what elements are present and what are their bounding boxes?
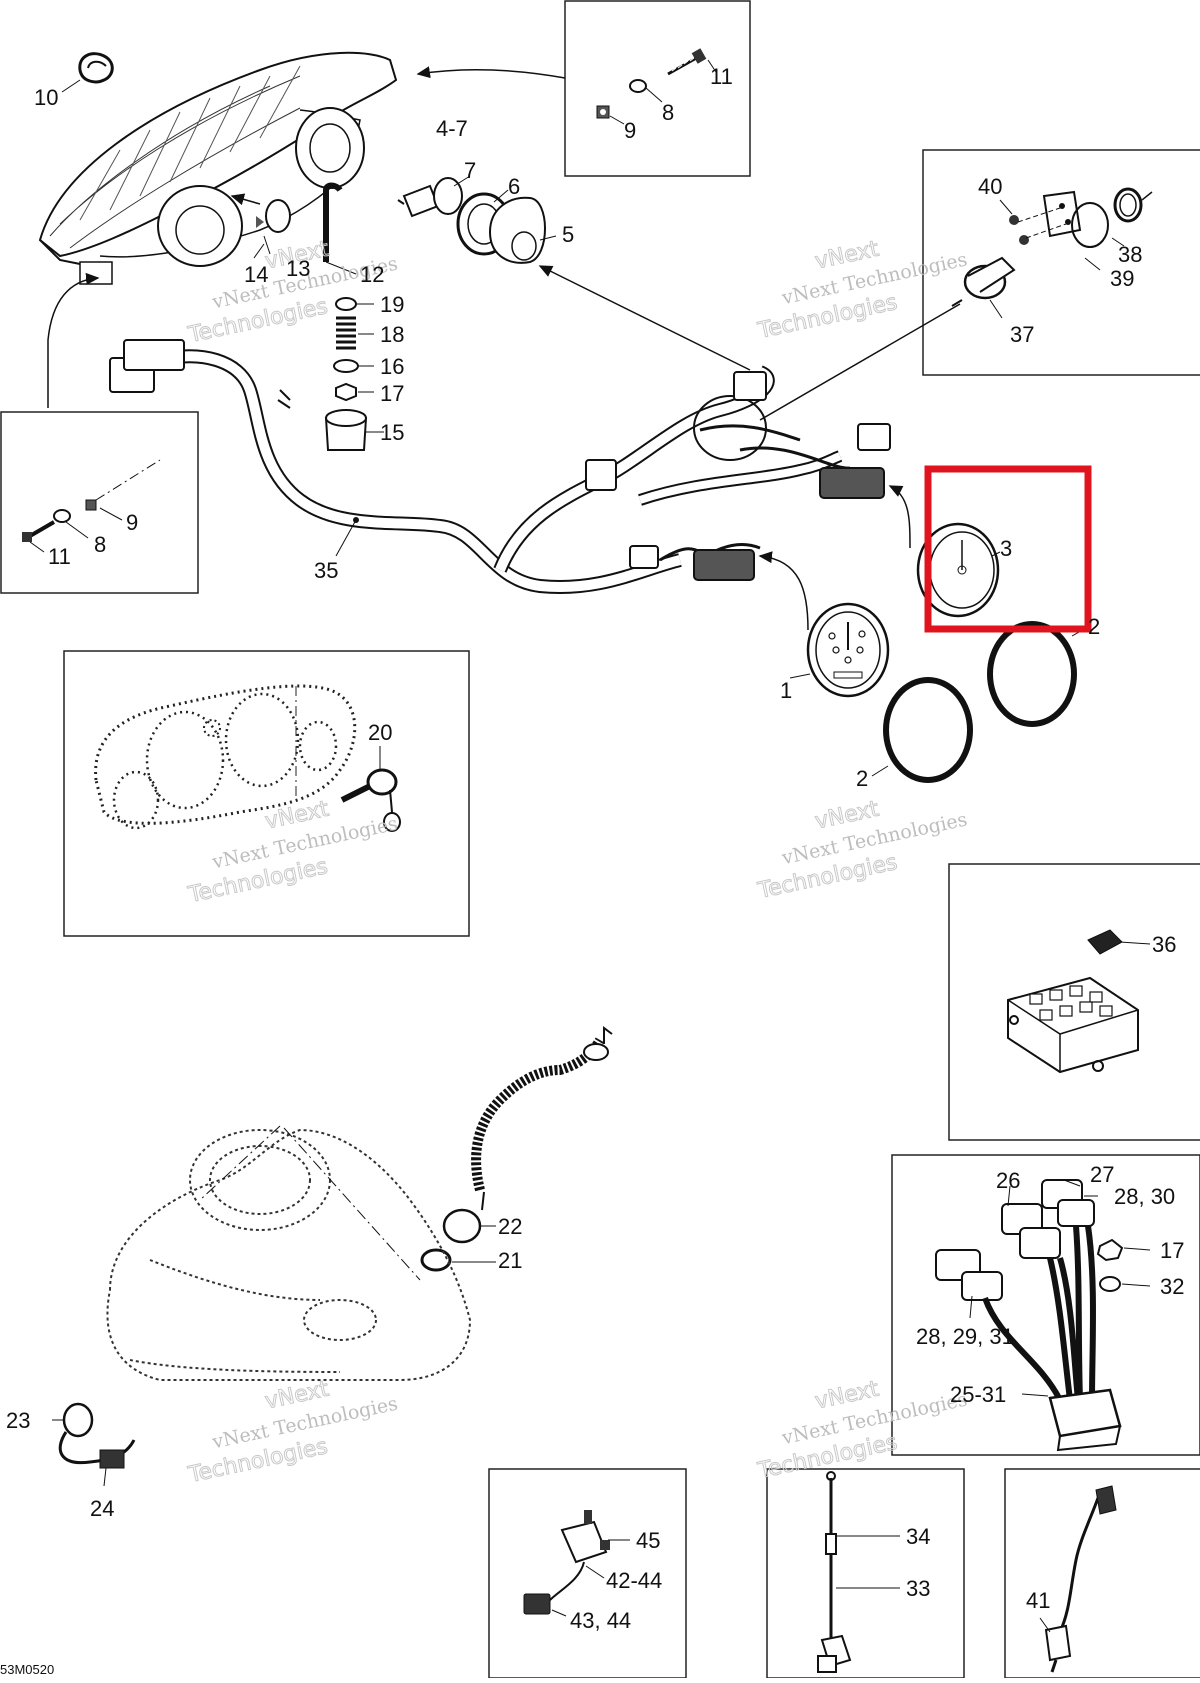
callout-9: 9	[624, 118, 636, 143]
adjuster-parts	[253, 182, 384, 451]
figure-code: 53M0520	[0, 1662, 54, 1677]
speedometer-gauge	[789, 602, 890, 698]
callout-8: 8	[662, 100, 674, 125]
switch-part-23-24	[52, 1402, 136, 1487]
callout-42-44: 42-44	[606, 1568, 662, 1593]
callout-33: 33	[906, 1576, 930, 1601]
callout-21: 21	[498, 1248, 522, 1273]
callout-28-29-31: 28, 29, 31	[916, 1324, 1014, 1349]
callout-19: 19	[380, 292, 404, 317]
callout-22: 22	[498, 1214, 522, 1239]
callout-16: 16	[380, 354, 404, 379]
callout-28-30: 28, 30	[1114, 1184, 1175, 1209]
callout-10: 10	[34, 85, 58, 110]
callout-12: 12	[360, 262, 384, 287]
callout-27: 27	[1090, 1162, 1114, 1187]
inset-box-oxygen-sensor	[1004, 1468, 1200, 1679]
callout-6: 6	[508, 174, 520, 199]
callout-5: 5	[562, 222, 574, 247]
callout-32: 32	[1160, 1274, 1184, 1299]
gauge-bezel-rings	[871, 621, 1087, 783]
callout-2-right: 2	[1088, 614, 1100, 639]
callout-35: 35	[314, 558, 338, 583]
callout-41: 41	[1026, 1588, 1050, 1613]
watermark: vNext vNext Technologies Technologies vN…	[185, 236, 969, 1489]
callout-11-left: 11	[48, 544, 71, 569]
callout-38: 38	[1118, 242, 1142, 267]
highlight-box	[924, 465, 1092, 633]
callout-40: 40	[978, 174, 1002, 199]
callout-23: 23	[6, 1408, 30, 1433]
callout-18: 18	[380, 322, 404, 347]
inset-box-screws-left	[0, 411, 199, 594]
console-shroud	[106, 1125, 472, 1381]
callout-34: 34	[906, 1524, 930, 1549]
inset-box-fuse-block	[948, 863, 1200, 1141]
headlamp-housing	[38, 51, 398, 285]
callout-39: 39	[1110, 266, 1134, 291]
callout-25-31: 25-31	[950, 1382, 1006, 1407]
callout-17-right: 17	[1160, 1238, 1184, 1263]
inset-box-screws-top	[564, 0, 751, 177]
leader-arrows	[47, 66, 961, 631]
inset-box-sensor	[488, 1468, 687, 1679]
bulb-retainer-boot	[397, 175, 557, 264]
callout-14: 14	[244, 262, 268, 287]
callout-37: 37	[1010, 322, 1034, 347]
callout-9-left: 9	[126, 510, 138, 535]
callout-20: 20	[368, 720, 392, 745]
callout-15: 15	[380, 420, 404, 445]
callout-4-7: 4-7	[436, 116, 468, 141]
inset-box-harness-connectors	[891, 1154, 1200, 1456]
callout-43-44: 43, 44	[570, 1608, 631, 1633]
inset-box-probe	[766, 1468, 965, 1679]
tether-cord	[420, 1026, 613, 1272]
callout-36: 36	[1152, 932, 1176, 957]
callout-13: 13	[286, 256, 310, 281]
callout-7: 7	[464, 158, 476, 183]
callout-2-lower: 2	[856, 766, 868, 791]
callout-labels: 10 4-7 11 8 9 7 6 5 13 14 12 19 18 16 17…	[0, 64, 1184, 1677]
tachometer-gauge	[916, 522, 1001, 618]
clip-part-10	[61, 52, 114, 93]
callout-1: 1	[780, 678, 792, 703]
callout-11: 11	[710, 64, 733, 89]
wiring-harness	[109, 339, 891, 594]
inset-box-cluster-housing	[63, 650, 470, 937]
callout-24: 24	[90, 1496, 114, 1521]
callout-8-left: 8	[94, 532, 106, 557]
inset-box-indicator	[922, 149, 1200, 376]
callout-45: 45	[636, 1528, 660, 1553]
callout-17: 17	[380, 381, 404, 406]
callout-26: 26	[996, 1168, 1020, 1193]
callout-3: 3	[1000, 536, 1012, 561]
